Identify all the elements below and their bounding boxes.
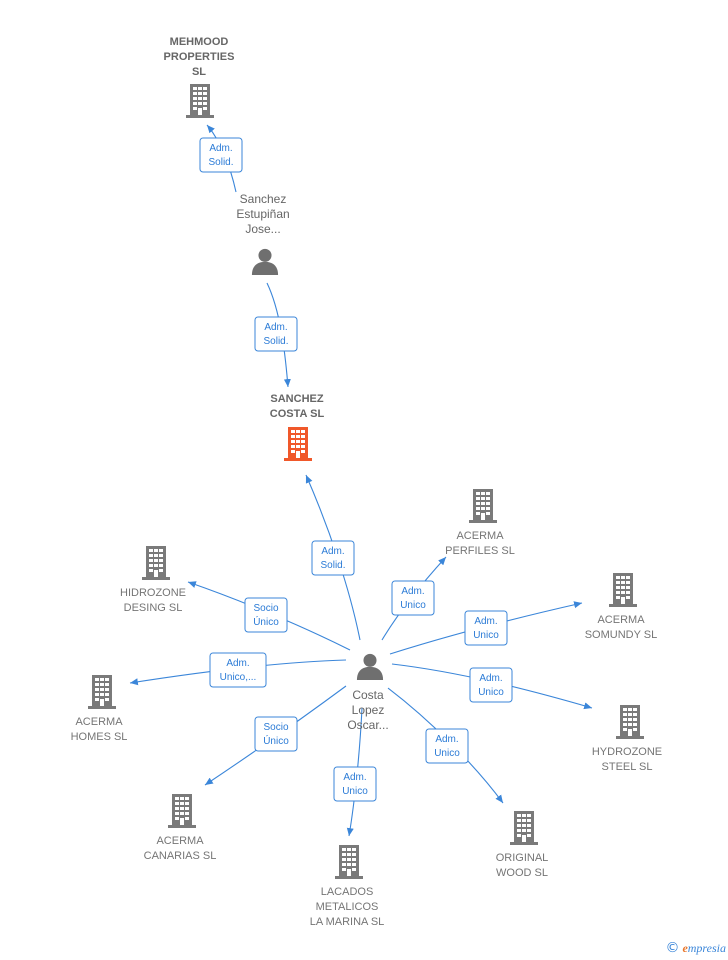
- svg-text:Adm.Solid.: Adm.Solid.: [320, 546, 345, 571]
- edge-label-to-acerma-homes[interactable]: Adm.Unico,...: [209, 652, 267, 688]
- building-icon: [284, 427, 312, 461]
- edge-label-to-mehmood[interactable]: Adm.Solid.: [199, 137, 243, 173]
- edge-label-to-original-wood[interactable]: Adm.Unico: [425, 728, 469, 764]
- svg-text:Adm.Unico,...: Adm.Unico,...: [220, 658, 257, 683]
- svg-text:Adm.Unico: Adm.Unico: [342, 772, 368, 797]
- edge-label-to-sanchez-costa-top[interactable]: Adm.Solid.: [254, 316, 298, 352]
- svg-text:Adm.Unico: Adm.Unico: [434, 734, 460, 759]
- person-icon: [356, 653, 384, 680]
- footer-brand: © empresia: [665, 940, 726, 956]
- svg-text:Adm.Unico: Adm.Unico: [400, 586, 426, 611]
- building-icon: [168, 794, 196, 828]
- svg-text:Adm.Solid.: Adm.Solid.: [263, 322, 288, 347]
- copyright-icon: ©: [665, 940, 680, 956]
- brand-name: mpresia: [687, 941, 726, 955]
- building-icon: [142, 546, 170, 580]
- edge-label-to-hydrozone-steel[interactable]: Adm.Unico: [469, 667, 513, 703]
- building-icon: [469, 489, 497, 523]
- building-icon: [510, 811, 538, 845]
- edge-label-to-acerma-perfiles[interactable]: Adm.Unico: [391, 580, 435, 616]
- building-icon: [609, 573, 637, 607]
- svg-text:Adm.Unico: Adm.Unico: [473, 616, 499, 641]
- svg-text:Adm.Solid.: Adm.Solid.: [208, 143, 233, 168]
- edge-label-to-acerma-somundy[interactable]: Adm.Unico: [464, 610, 508, 646]
- building-icon: [616, 705, 644, 739]
- building-icon: [88, 675, 116, 709]
- brand-initial: e: [682, 941, 688, 955]
- edge-label-to-lacados[interactable]: Adm.Unico: [333, 766, 377, 802]
- svg-text:Adm.Unico: Adm.Unico: [478, 673, 504, 698]
- person-icon: [251, 248, 279, 275]
- edge-label-to-sanchez-costa-center[interactable]: Adm.Solid.: [311, 540, 355, 576]
- building-icon: [186, 84, 214, 118]
- building-icon: [335, 845, 363, 879]
